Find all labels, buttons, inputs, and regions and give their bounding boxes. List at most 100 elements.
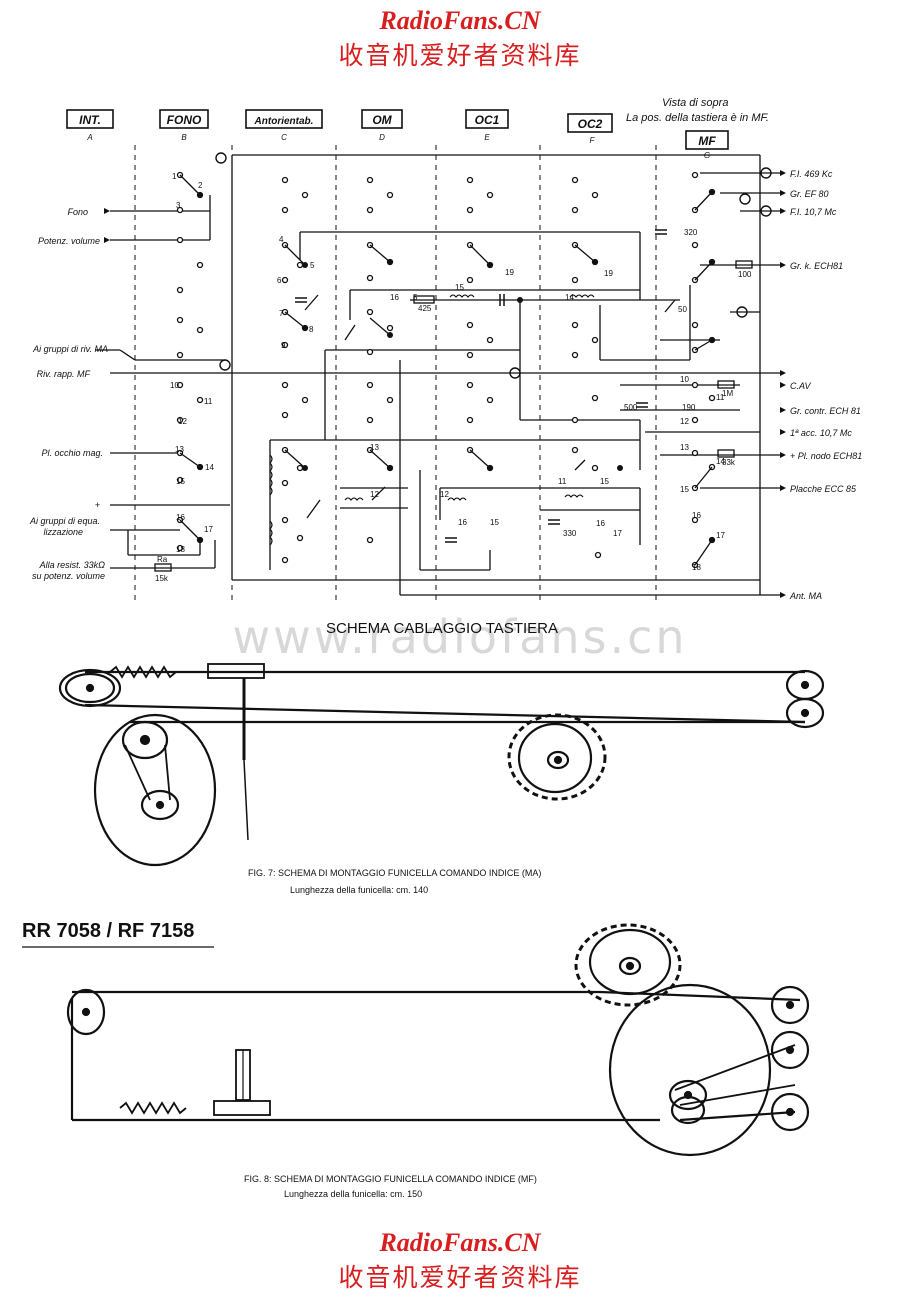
circle-terminals	[215, 152, 772, 379]
label-potenz: Potenz. volume	[38, 236, 100, 246]
svg-text:13: 13	[175, 445, 184, 454]
value-c50: 50	[678, 305, 687, 314]
label-plnodo: + Pl. nodo ECH81	[790, 451, 862, 461]
label-grcontr: Gr. contr. ECH 81	[790, 406, 861, 416]
value-mb425: 425	[418, 304, 432, 313]
header-subtitle: 收音机爱好者资料库	[338, 41, 582, 70]
col-letter-d: D	[379, 133, 385, 142]
svg-text:15: 15	[680, 485, 689, 494]
watermark: www.radiofans.cn	[232, 610, 688, 664]
note-line2: La pos. della tastiera è in MF.	[626, 112, 769, 124]
label-gref80: Gr. EF 80	[790, 189, 829, 199]
resistors	[154, 260, 753, 572]
svg-text:13: 13	[370, 443, 379, 452]
fig8-caption: FIG. 8: SCHEMA DI MONTAGGIO FUNICELLA CO…	[244, 1174, 537, 1184]
switch-arms	[179, 174, 713, 566]
value-c190: 190	[682, 403, 696, 412]
svg-text:13: 13	[680, 443, 689, 452]
svg-text:18: 18	[176, 545, 185, 554]
svg-text:14: 14	[565, 293, 574, 302]
svg-text:11: 11	[558, 477, 567, 486]
label-riv-mf: Riv. rapp. MF	[37, 369, 91, 379]
label-fono: Fono	[67, 207, 88, 217]
column-boxes	[66, 109, 729, 150]
label-cav: C.AV	[790, 381, 812, 391]
value-r100: 100	[738, 270, 752, 279]
svg-text:12: 12	[680, 417, 689, 426]
value-r33k: 33k	[722, 458, 736, 467]
col-letter-f: F	[590, 136, 596, 145]
svg-text:10: 10	[170, 381, 179, 390]
capacitors	[295, 229, 667, 543]
fig8-drawing	[66, 923, 810, 1157]
column-separators	[134, 145, 657, 605]
switch-pivots	[197, 189, 715, 543]
svg-text:3: 3	[176, 201, 181, 210]
col-int: INT.	[79, 113, 101, 127]
col-mf: MF	[698, 134, 716, 148]
svg-text:15: 15	[600, 477, 609, 486]
footer: RadioFans.CN 收音机爱好者资料库	[0, 1228, 920, 1294]
inductors	[269, 294, 595, 546]
svg-text:4: 4	[279, 235, 284, 244]
label-gruppi-ma: Ai gruppi di riv. MA	[32, 344, 108, 354]
col-fono: FONO	[167, 113, 202, 127]
value-c330: 330	[563, 529, 577, 538]
svg-text:5: 5	[310, 261, 315, 270]
svg-text:19: 19	[505, 268, 514, 277]
schematic-title: SCHEMA CABLAGGIO TASTIERA	[326, 620, 558, 637]
col-oc1: OC1	[475, 113, 500, 127]
col-oc2: OC2	[578, 117, 603, 131]
label-fi469: F.I. 469 Kc	[790, 169, 833, 179]
svg-text:2: 2	[198, 181, 203, 190]
col-letter-a: A	[86, 133, 92, 142]
svg-text:16: 16	[692, 511, 701, 520]
fig7-length: Lunghezza della funicella: cm. 140	[290, 885, 428, 895]
col-letter-b: B	[181, 133, 187, 142]
fig7-caption: FIG. 7: SCHEMA DI MONTAGGIO FUNICELLA CO…	[248, 868, 541, 878]
svg-text:12: 12	[178, 417, 187, 426]
svg-text:6: 6	[277, 276, 282, 285]
svg-text:16: 16	[390, 293, 399, 302]
svg-text:17: 17	[204, 525, 213, 534]
label-15k: 15k	[155, 574, 169, 583]
header: RadioFans.CN 收音机爱好者资料库	[0, 6, 920, 72]
contact-points	[176, 171, 716, 569]
svg-text:10: 10	[680, 375, 689, 384]
header-brand: RadioFans.CN	[379, 6, 541, 35]
svg-text:19: 19	[604, 269, 613, 278]
svg-text:11: 11	[204, 397, 213, 406]
svg-text:11: 11	[716, 393, 725, 402]
svg-text:12: 12	[440, 490, 449, 499]
svg-text:17: 17	[716, 531, 725, 540]
label-resist-2: su potenz. volume	[32, 571, 105, 581]
label-equal-2: lizzazione	[43, 527, 83, 537]
footer-brand: RadioFans.CN	[379, 1228, 541, 1257]
svg-text:14: 14	[716, 457, 725, 466]
label-antma: Ant. MA	[789, 591, 822, 601]
svg-text:15: 15	[176, 477, 185, 486]
fig7-drawing	[58, 663, 825, 867]
label-placche: Placche ECC 85	[790, 484, 857, 494]
label-occhio: Pl. occhio mag.	[41, 448, 103, 458]
svg-text:18: 18	[692, 563, 701, 572]
svg-text:17: 17	[613, 529, 622, 538]
svg-text:15: 15	[490, 518, 499, 527]
label-acc107: 1ª acc. 10,7 Mc	[790, 428, 852, 438]
col-letter-c: C	[281, 133, 287, 142]
label-equal-1: Ai gruppi di equa.	[29, 516, 100, 526]
wiring	[95, 154, 780, 596]
value-r1m: 1M	[722, 389, 733, 398]
label-plus: +	[95, 500, 100, 510]
value-c320: 320	[684, 228, 698, 237]
svg-text:1: 1	[172, 172, 177, 181]
svg-text:7: 7	[279, 309, 284, 318]
col-antorientab: Antorientab.	[254, 116, 314, 127]
col-om: OM	[372, 113, 392, 127]
svg-text:15: 15	[455, 283, 464, 292]
arrow-heads	[104, 170, 786, 598]
note-line1: Vista di sopra	[662, 97, 728, 109]
footer-subtitle: 收音机爱好者资料库	[338, 1263, 582, 1292]
